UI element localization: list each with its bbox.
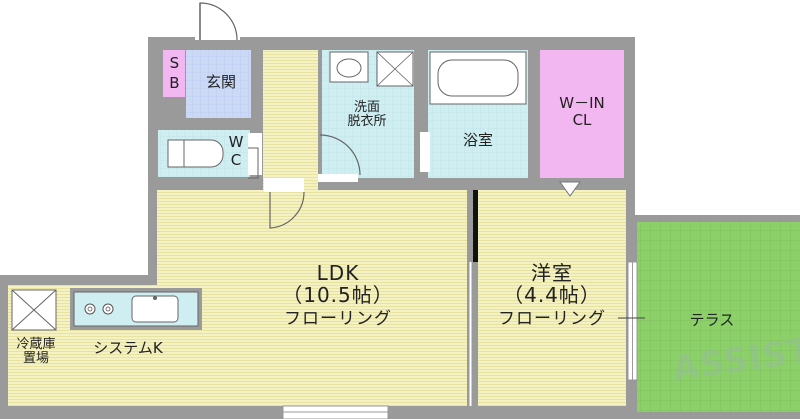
terrace-area (627, 215, 800, 419)
ldk-door[interactable] (248, 147, 305, 229)
entrance-door[interactable] (195, 2, 240, 41)
partition-wall (467, 186, 478, 406)
fridge-space (11, 289, 57, 331)
western-room-area (478, 190, 626, 406)
bathtub (420, 51, 527, 172)
kitchen-label: システムK (93, 339, 163, 357)
sb-storage (163, 50, 185, 97)
terrace-label: テラス (689, 311, 735, 329)
genkan-area (186, 50, 251, 118)
wc-fixtures (167, 133, 262, 175)
walk-in-closet-area (540, 50, 624, 178)
ldk-area (157, 190, 467, 406)
western-room-label: 洋室 （4.4帖） フローリング (498, 261, 606, 329)
bathroom-label: 浴室 (462, 131, 493, 149)
fridge-label: 冷蔵庫 置場 (16, 337, 56, 367)
hallway (263, 50, 318, 200)
walk-in-closet-label: W－IN CL (559, 94, 605, 129)
ldk-label: LDK （10.5帖） フローリング (282, 261, 394, 329)
washroom-fixtures (318, 51, 414, 182)
sb-label: SB (165, 54, 184, 94)
wc-label: WC (228, 133, 248, 169)
genkan-label: 玄関 (205, 73, 236, 91)
washroom-label: 洗面 脱衣所 (347, 100, 387, 130)
closet-door-marker (559, 181, 581, 197)
system-kitchen-counter (70, 288, 202, 330)
partition-dark-edge (473, 190, 478, 262)
